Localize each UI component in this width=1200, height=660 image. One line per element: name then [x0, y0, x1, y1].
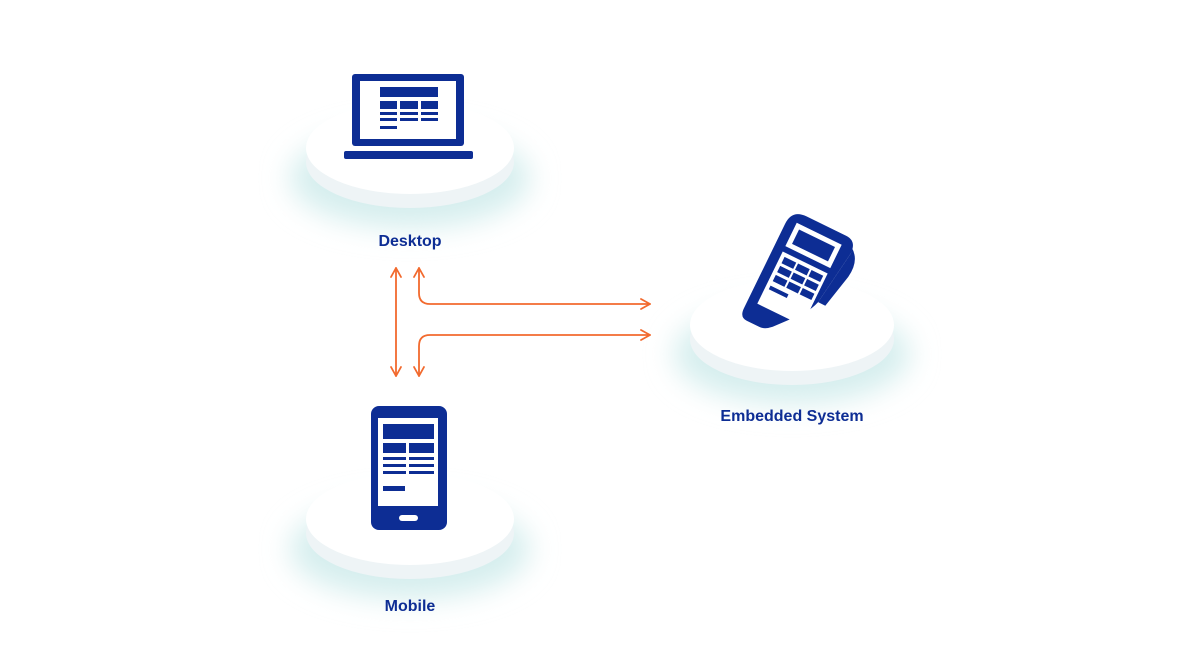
connectors	[390, 267, 651, 377]
embedded-platform	[674, 279, 910, 404]
payment-terminal-icon	[742, 214, 855, 329]
desktop-label: Desktop	[378, 233, 442, 250]
embedded-system-label: Embedded System	[720, 408, 864, 425]
arrow-embedded-mobile	[413, 329, 651, 377]
mobile-label: Mobile	[384, 598, 436, 615]
arrow-desktop-embedded	[413, 267, 651, 310]
laptop-icon	[344, 74, 473, 159]
smartphone-icon	[371, 406, 447, 530]
mobile-platform	[290, 473, 530, 599]
